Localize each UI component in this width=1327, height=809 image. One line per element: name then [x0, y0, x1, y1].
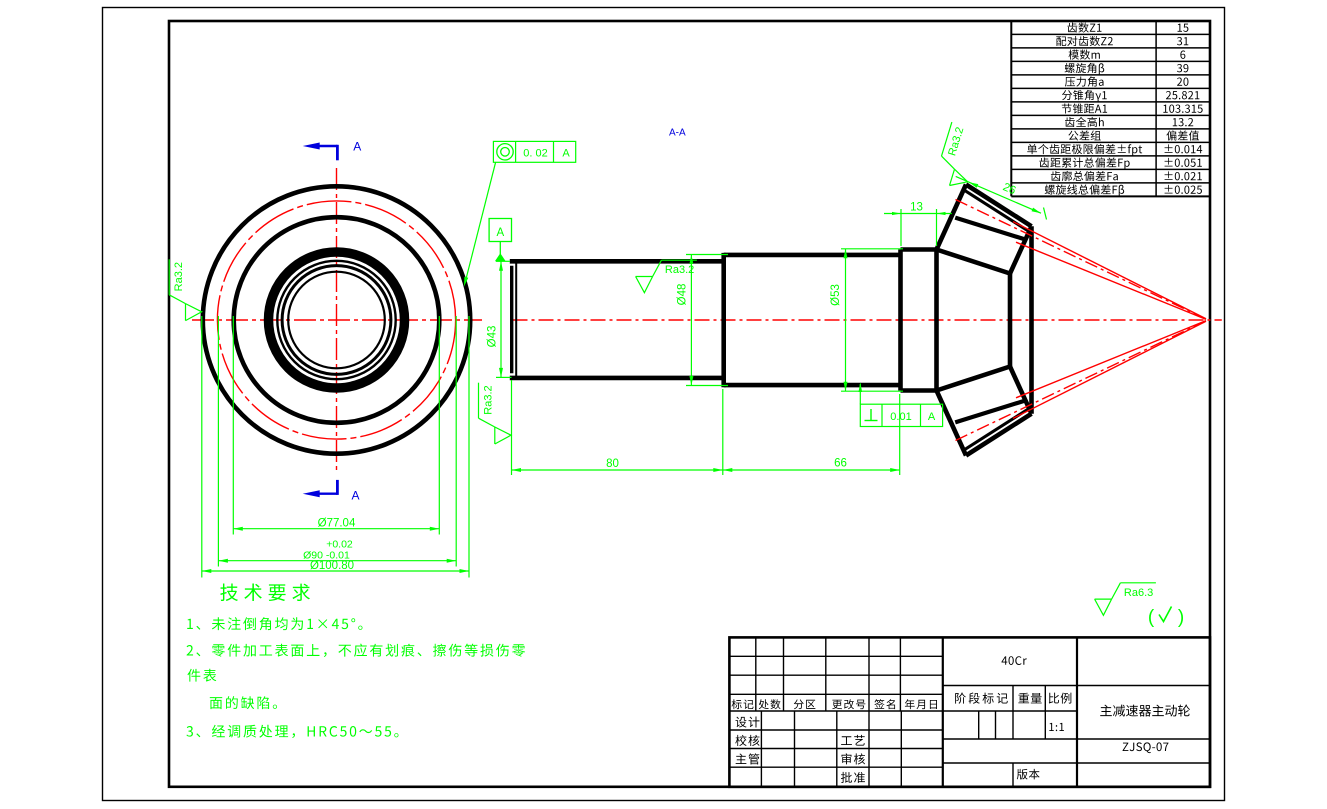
svg-text:Ø53: Ø53 — [830, 284, 842, 306]
svg-text:0. 02: 0. 02 — [523, 148, 547, 160]
svg-text:66: 66 — [834, 458, 847, 470]
svg-text:13: 13 — [910, 202, 923, 214]
svg-text:): ) — [1178, 607, 1184, 628]
svg-text:Ø48: Ø48 — [677, 284, 689, 306]
svg-text:26: 26 — [1001, 181, 1018, 197]
svg-text:A: A — [928, 411, 936, 423]
svg-text:A: A — [562, 148, 570, 160]
svg-text:A: A — [496, 227, 504, 239]
svg-text:Ø90 -0.01: Ø90 -0.01 — [303, 550, 350, 562]
svg-text:A-A: A-A — [669, 128, 686, 139]
svg-text:A: A — [353, 140, 361, 154]
svg-text:0.01: 0.01 — [890, 411, 911, 423]
svg-text:Ø77.04: Ø77.04 — [318, 518, 356, 530]
svg-text:Ra3.2: Ra3.2 — [173, 262, 185, 291]
svg-text:Ra3.2: Ra3.2 — [665, 264, 694, 276]
svg-text:A: A — [351, 489, 359, 503]
svg-text:(: ( — [1148, 607, 1155, 628]
svg-text:Ra6.3: Ra6.3 — [1124, 587, 1153, 599]
svg-text:Ø43: Ø43 — [486, 326, 498, 348]
svg-text:Ø100.80: Ø100.80 — [310, 560, 354, 572]
svg-text:+0.02: +0.02 — [326, 539, 353, 551]
svg-text:Ra3.2: Ra3.2 — [483, 385, 495, 414]
svg-text:80: 80 — [606, 458, 619, 470]
